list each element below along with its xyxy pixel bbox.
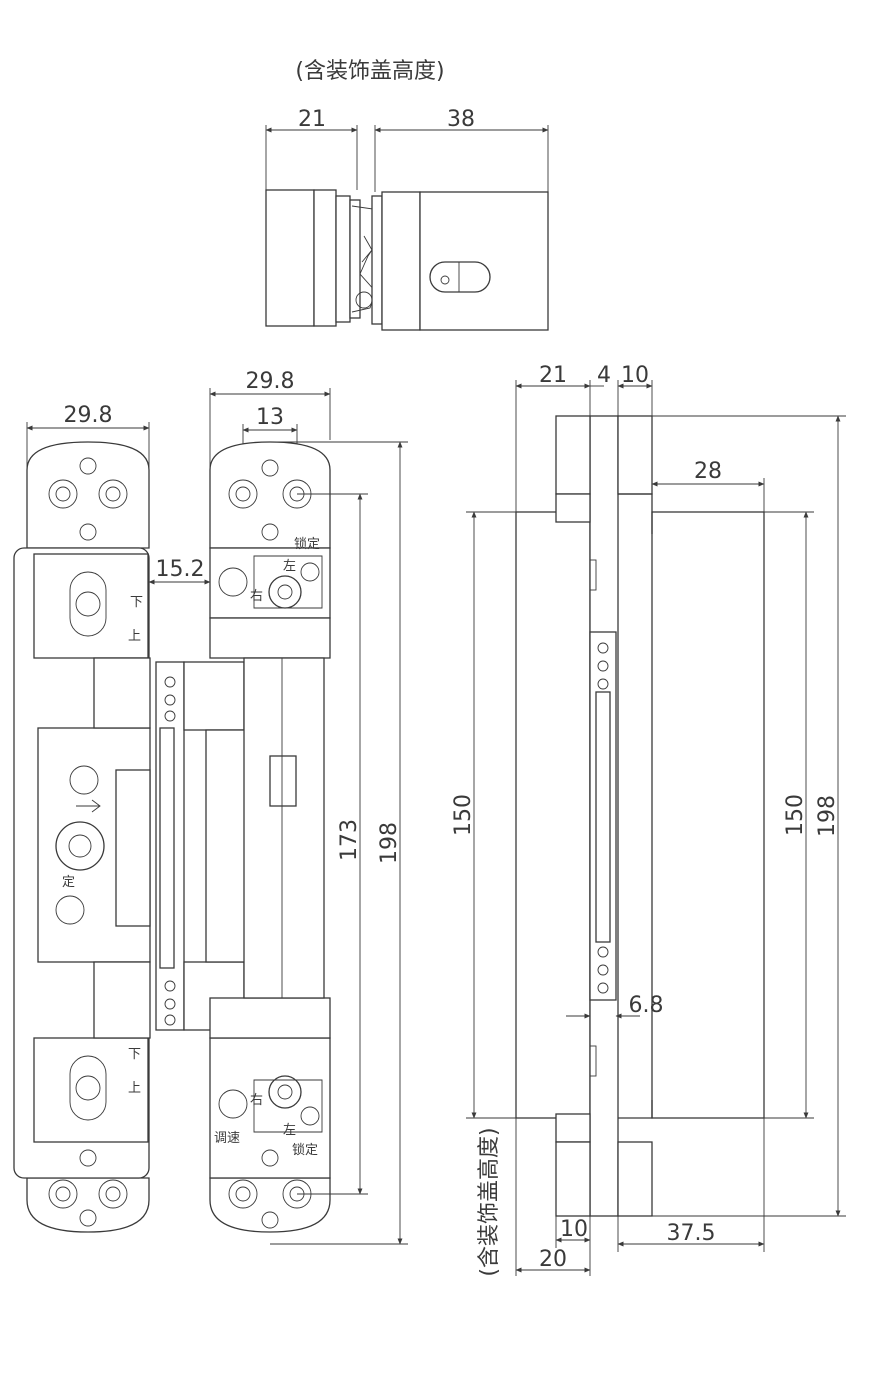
dim-173: 173 [337, 819, 362, 861]
label-lock: 锁定 [294, 536, 320, 552]
label-up-2: 上 [128, 1081, 141, 1096]
label-down: 下 [130, 595, 143, 610]
dim-hole-spacing: 13 [256, 405, 284, 430]
front-view: 29.8 29.8 13 15.2 [13, 369, 408, 1245]
label-left-2: 左 [283, 1123, 296, 1138]
dim-side-28: 28 [694, 459, 722, 484]
label-fixed: 定 [62, 875, 75, 890]
dim-side-37-5: 37.5 [667, 1221, 716, 1246]
dim-side-4: 4 [597, 363, 611, 388]
dim-side-150-right: 150 [783, 794, 808, 836]
label-down-2: 下 [128, 1047, 141, 1062]
dim-gap: 15.2 [156, 557, 205, 582]
label-right-2: 右 [250, 1093, 263, 1108]
dim-side-21: 21 [539, 363, 567, 388]
dim-side-10: 10 [621, 363, 649, 388]
label-speed: 调速 [214, 1131, 240, 1146]
dim-top-21: 21 [298, 107, 326, 132]
dim-side-150-left: 150 [451, 794, 476, 836]
dim-right-width: 29.8 [246, 369, 295, 394]
top-view: (含装饰盖高度) 21 38 [265, 59, 549, 331]
dim-side-198: 198 [815, 795, 840, 837]
label-lock-2: 锁定 [292, 1142, 318, 1158]
dim-side-6-8: 6.8 [629, 993, 664, 1018]
dim-top-38: 38 [447, 107, 475, 132]
label-left: 左 [283, 559, 296, 574]
dim-side-10-bottom: 10 [560, 1217, 588, 1242]
dim-side-20: 20 [539, 1247, 567, 1272]
dim-198: 198 [377, 822, 402, 864]
label-right: 右 [250, 589, 263, 604]
side-caption: (含装饰盖高度) [477, 1127, 502, 1276]
top-caption: (含装饰盖高度) [295, 59, 444, 84]
side-view: 21 4 10 28 150 [451, 363, 846, 1277]
label-up: 上 [128, 629, 141, 644]
dim-left-width: 29.8 [64, 403, 113, 428]
